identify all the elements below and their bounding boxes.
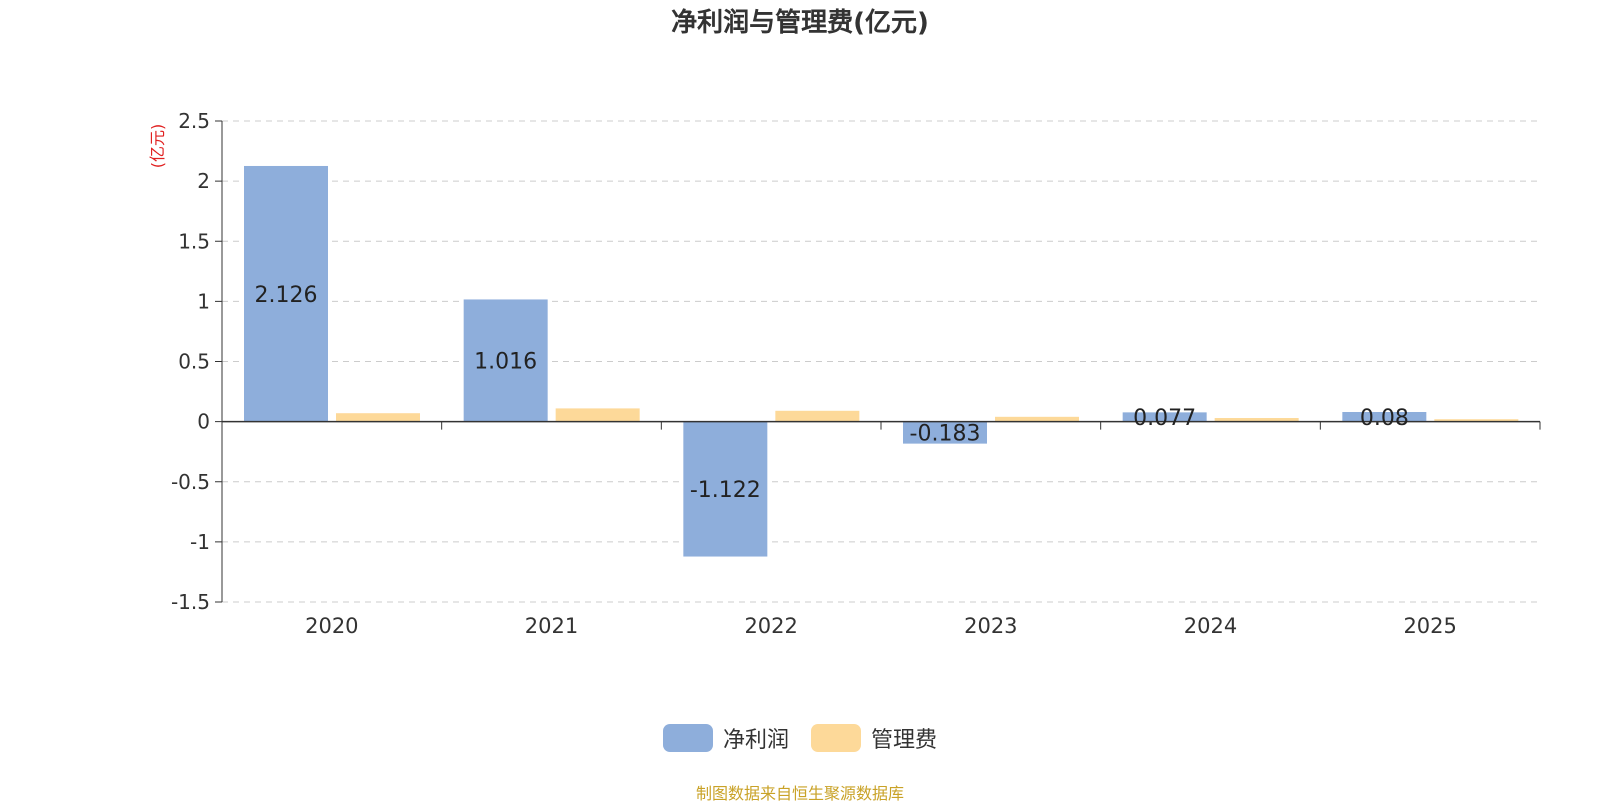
bars (244, 165, 1519, 557)
legend-label-net-profit: 净利润 (722, 728, 789, 753)
x-tick-label: 2023 (964, 614, 1017, 638)
data-label-net-profit: 0.08 (1360, 406, 1409, 431)
y-tick-label: 2 (197, 169, 210, 193)
data-labels: 2.126 1.016 -1.122 -0.183 0.077 0.08 (255, 283, 1409, 503)
x-tick-label: 2025 (1403, 614, 1456, 638)
x-tick-label: 2024 (1184, 614, 1237, 638)
data-label-net-profit: 2.126 (255, 283, 318, 308)
x-tick-label: 2022 (744, 614, 797, 638)
bar-net-profit (1342, 412, 1427, 422)
bar-admin-expense (336, 413, 420, 422)
data-source-note: 制图数据来自恒生聚源数据库 (695, 784, 904, 803)
y-tick-label: 2.5 (178, 109, 210, 133)
bar-admin-expense (555, 408, 640, 422)
legend-swatch-net-profit (662, 724, 713, 752)
data-label-net-profit: 1.016 (474, 350, 537, 375)
legend-label-admin-expense: 管理费 (871, 728, 938, 753)
data-label-net-profit: -1.122 (690, 478, 761, 503)
legend-swatch-admin-expense (811, 724, 861, 752)
x-tick-label: 2021 (525, 614, 578, 638)
grid-lines (222, 120, 1540, 603)
data-label-net-profit: -0.183 (910, 422, 981, 447)
y-tick-label: 0.5 (178, 350, 210, 374)
axes: 2.5 2 1.5 1 0.5 0 -0.5 -1 -1.5 (亿元) 2020 2021 2022 20… (148, 109, 1541, 638)
y-axis-title: (亿元) (148, 124, 167, 169)
chart-title: 净利润与管理费(亿元) (671, 8, 929, 38)
y-tick-label: -1.5 (171, 590, 210, 614)
bar-net-profit (903, 421, 987, 444)
y-tick-label: -1 (190, 530, 210, 554)
bar-admin-expense (775, 410, 860, 422)
bar-admin-expense (1434, 419, 1519, 422)
legend-item-net-profit[interactable]: 净利润 (662, 722, 789, 754)
bar-net-profit (1122, 412, 1207, 422)
bar-net-profit (683, 421, 768, 557)
y-tick-label: -0.5 (171, 470, 210, 494)
bar-admin-expense (1214, 418, 1299, 422)
bar-net-profit (463, 299, 548, 422)
y-tick-label: 1 (197, 289, 210, 313)
x-tick-label: 2020 (305, 614, 358, 638)
y-tick-label: 1.5 (178, 229, 210, 253)
data-label-net-profit: 0.077 (1133, 406, 1196, 431)
bar-net-profit (244, 165, 328, 422)
legend: 净利润 管理费 (0, 722, 1600, 754)
bar-admin-expense (995, 416, 1079, 422)
y-tick-label: 0 (197, 410, 210, 434)
legend-item-admin-expense[interactable]: 管理费 (811, 722, 937, 754)
